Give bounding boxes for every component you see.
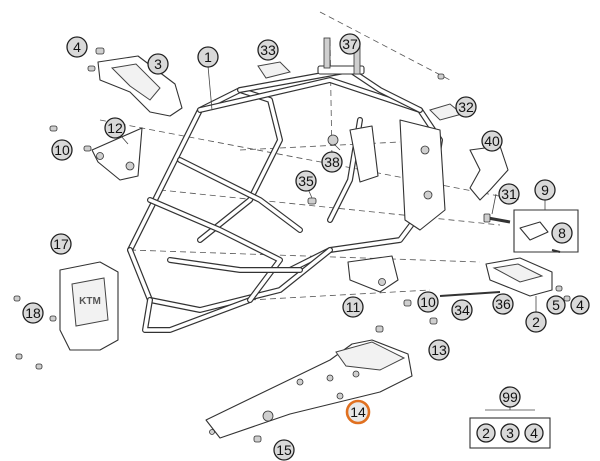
callout-label: 17 [53, 236, 69, 252]
callout-1[interactable]: 1 [197, 46, 219, 68]
part-14-skid-plate [205, 339, 413, 439]
callout-label: 12 [107, 120, 123, 136]
callout-33[interactable]: 33 [257, 39, 279, 61]
callout-14-highlighted[interactable]: 14 [345, 399, 371, 425]
callout-label: 2 [532, 314, 540, 330]
callout-9[interactable]: 9 [534, 179, 556, 201]
callout-35[interactable]: 35 [295, 170, 317, 192]
callout-label: 4 [530, 425, 538, 441]
callout-31[interactable]: 31 [498, 183, 520, 205]
callout-label: 11 [346, 299, 361, 315]
callout-label: 4 [576, 297, 584, 313]
kit-callout-3[interactable]: 3 [500, 423, 520, 443]
callout-label: 14 [350, 404, 366, 420]
callout-12[interactable]: 12 [104, 117, 126, 139]
callout-label: 36 [495, 296, 511, 312]
part-31-bolt [483, 213, 511, 224]
callout-38[interactable]: 38 [321, 151, 343, 173]
callout-99[interactable]: 99 [499, 386, 521, 408]
callout-label: 35 [298, 173, 314, 189]
callout-10-upper[interactable]: 10 [51, 139, 73, 161]
callout-40[interactable]: 40 [481, 130, 503, 152]
callout-37[interactable]: 37 [339, 33, 361, 55]
callout-2[interactable]: 2 [525, 311, 547, 333]
callout-label: 32 [458, 99, 474, 115]
kit-callout-2[interactable]: 2 [476, 423, 496, 443]
callout-11[interactable]: 11 [342, 296, 364, 318]
part-2-footrest-bracket [485, 257, 553, 313]
callout-15[interactable]: 15 [273, 439, 295, 461]
leader-lines [120, 65, 535, 411]
callout-label: 3 [154, 56, 162, 72]
callout-label: 13 [431, 342, 447, 358]
callout-8[interactable]: 8 [551, 222, 573, 244]
callout-label: 18 [25, 305, 41, 321]
callout-32[interactable]: 32 [455, 96, 477, 118]
callout-18[interactable]: 18 [22, 302, 44, 324]
part-17-bumper: KTM [13, 261, 119, 370]
callout-36[interactable]: 36 [492, 293, 514, 315]
callout-17[interactable]: 17 [50, 233, 72, 255]
callout-label: 10 [54, 142, 70, 158]
callout-label: 34 [454, 302, 470, 318]
callout-label: 3 [506, 425, 514, 441]
bumper-logo: KTM [79, 296, 101, 307]
fasteners [253, 73, 571, 443]
part-33-plate [257, 61, 291, 79]
callout-label: 40 [484, 133, 500, 149]
part-35-bolt [307, 197, 317, 205]
callout-label: 10 [420, 294, 436, 310]
callout-5[interactable]: 5 [546, 295, 566, 315]
callout-label: 99 [502, 389, 518, 405]
callout-4-lower[interactable]: 4 [570, 295, 590, 315]
part-3-footrest-bracket [87, 47, 183, 117]
callout-4-upper[interactable]: 4 [66, 36, 88, 58]
callout-label: 38 [324, 154, 340, 170]
callout-label: 15 [276, 442, 292, 458]
callout-3-upper[interactable]: 3 [147, 53, 169, 75]
callout-label: 5 [552, 297, 560, 313]
callout-label: 4 [73, 39, 81, 55]
callout-13[interactable]: 13 [428, 339, 450, 361]
part-1-main-frame [127, 37, 446, 333]
callout-label: 37 [342, 36, 358, 52]
callout-label: 33 [260, 42, 276, 58]
callout-10-lower[interactable]: 10 [417, 291, 439, 313]
part-12-gusset-plate [49, 125, 143, 181]
callout-label: 1 [204, 49, 212, 65]
part-40-clamp [469, 145, 509, 201]
callout-34[interactable]: 34 [451, 299, 473, 321]
callout-label: 9 [541, 182, 549, 198]
kit-callout-4[interactable]: 4 [524, 423, 544, 443]
callout-label: 8 [558, 225, 566, 241]
callout-label: 2 [482, 425, 490, 441]
callout-label: 31 [501, 186, 517, 202]
